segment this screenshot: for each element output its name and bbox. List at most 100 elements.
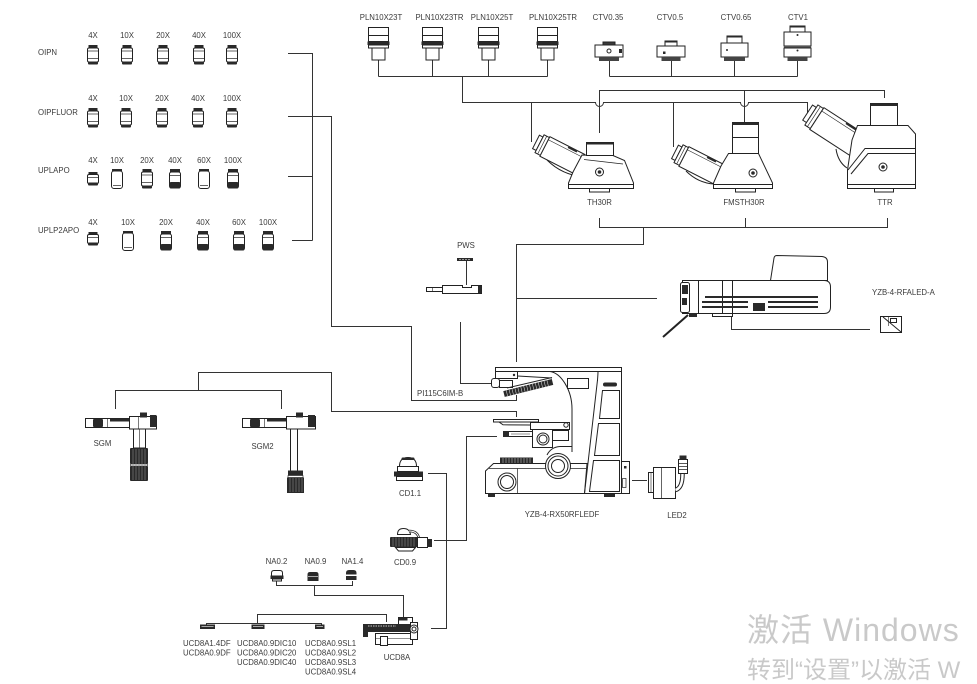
magnification-label: 60X bbox=[197, 156, 212, 165]
slider-label: UCD8A0.9DIC40 bbox=[237, 658, 297, 667]
objective-icon bbox=[262, 230, 274, 251]
magnification-label: 10X bbox=[121, 218, 136, 227]
watermark-title: 激活 Windows bbox=[747, 612, 960, 648]
magnification-label: 20X bbox=[140, 156, 155, 165]
magnification-label: 60X bbox=[232, 218, 247, 227]
slider-label: UCD8A0.9SL2 bbox=[305, 649, 356, 658]
objective-icon bbox=[226, 107, 238, 128]
pws-slider-icon bbox=[426, 285, 482, 294]
magnification-label: 100X bbox=[259, 218, 278, 227]
objective-icon bbox=[141, 168, 153, 189]
magnification-label: 20X bbox=[159, 218, 174, 227]
camera-adapter-icon bbox=[783, 25, 812, 62]
stage-label: SGM bbox=[94, 439, 112, 448]
nosepiece-label: PI115C6IM-B bbox=[417, 389, 463, 398]
magnification-label: 10X bbox=[110, 156, 125, 165]
objective-series-label: OIPN bbox=[38, 48, 57, 57]
illuminator-group: YZB-4-RFALED-A bbox=[662, 254, 936, 338]
objective-icon bbox=[169, 168, 181, 189]
objective-bracket-line bbox=[288, 53, 313, 241]
pws-group: PWS bbox=[426, 241, 482, 294]
objective-icon bbox=[120, 107, 132, 128]
stage-bracket-line bbox=[115, 372, 517, 417]
na-module-label: NA0.2 bbox=[266, 557, 288, 566]
objective-row-uplp2apo: UPLP2APO 4X 10X 20X 40X 60X 100X bbox=[38, 218, 278, 251]
condenser-icon bbox=[393, 457, 424, 481]
objective-icon bbox=[160, 230, 172, 251]
mechanical-stage-icon bbox=[242, 412, 316, 494]
condenser-icon bbox=[388, 527, 434, 553]
camera-adapter-bracket-line bbox=[609, 61, 798, 77]
eyepiece-label: PLN10X25T bbox=[471, 13, 514, 22]
objective-series-label: OIPFLUOR bbox=[38, 108, 78, 117]
objective-icon bbox=[111, 168, 123, 189]
eyepiece-icon bbox=[421, 27, 444, 61]
magnification-label: 100X bbox=[223, 31, 242, 40]
slider-bracket-line bbox=[206, 614, 387, 625]
magnification-label: 4X bbox=[88, 94, 98, 103]
eyepiece-label: PLN10X25TR bbox=[529, 13, 577, 22]
camera-adapter-icon bbox=[594, 41, 624, 62]
objective-icon bbox=[226, 44, 238, 65]
camera-adapter-icon bbox=[656, 40, 686, 62]
slider-label: UCD8A1.4DF bbox=[183, 639, 231, 648]
na-module-icon bbox=[346, 570, 357, 580]
illuminator-label: YZB-4-RFALED-A bbox=[872, 288, 936, 297]
trinocular-head-th30r-icon bbox=[531, 132, 634, 192]
trinocular-head-fmsth30r-icon bbox=[670, 123, 773, 193]
slider-label: UCD8A0.9DIC10 bbox=[237, 639, 297, 648]
na-module-icon bbox=[270, 570, 284, 582]
magnification-label: 4X bbox=[88, 31, 98, 40]
magnification-label: 40X bbox=[191, 94, 206, 103]
objective-series-label: UPLP2APO bbox=[38, 226, 79, 235]
magnification-label: 100X bbox=[223, 94, 242, 103]
magnification-label: 40X bbox=[168, 156, 183, 165]
magnification-label: 100X bbox=[224, 156, 243, 165]
microscope-stand-icon bbox=[485, 367, 630, 498]
stand-label: YZB-4-RX50RFLEDF bbox=[525, 510, 600, 519]
objective-icon bbox=[87, 107, 99, 128]
condenser-cd11-line bbox=[428, 473, 447, 629]
na-module-label: NA0.9 bbox=[305, 557, 327, 566]
objective-row-uplapo: UPLAPO 4X 10X 20X 40X 60X 100X bbox=[38, 156, 243, 189]
condenser-slider-icon bbox=[251, 624, 265, 630]
objective-icon bbox=[87, 171, 99, 186]
objective-icon bbox=[192, 107, 204, 128]
led-lamp-icon bbox=[649, 456, 688, 499]
objective-icon bbox=[122, 230, 134, 251]
camera-adapter-group: CTV0.35 CTV0.5 CTV0.65 CTV1 bbox=[593, 13, 812, 62]
connector-lines bbox=[115, 53, 888, 629]
eyepiece-icon bbox=[536, 27, 559, 61]
watermark-subtitle: 转到“设置”以激活 W bbox=[747, 657, 961, 684]
objective-row-oipn: OIPN 4X 10X 20X 40X 100X bbox=[38, 31, 242, 65]
objective-to-nosepiece-line bbox=[312, 116, 517, 401]
illuminator-accessory-line bbox=[731, 317, 870, 330]
stage-group: SGM SGM2 bbox=[85, 412, 316, 494]
eyepiece-icon bbox=[367, 27, 390, 61]
camera-adapter-label: CTV1 bbox=[788, 13, 808, 22]
eyepiece-to-heads-line bbox=[462, 76, 808, 147]
camera-port-line bbox=[599, 90, 885, 133]
magnification-label: 4X bbox=[88, 218, 98, 227]
objective-icon bbox=[193, 44, 205, 65]
objective-icon bbox=[227, 168, 239, 189]
condenser-slider-icon bbox=[314, 624, 325, 630]
magnification-label: 10X bbox=[119, 94, 134, 103]
na-module-group: NA0.2 NA0.9 NA1.4 bbox=[266, 557, 364, 582]
eyepiece-bracket-line bbox=[378, 60, 548, 77]
light-source-group: LED2 bbox=[649, 456, 688, 520]
head-to-stand-line bbox=[516, 227, 644, 362]
head-label: FMSTH30R bbox=[723, 198, 765, 207]
eyepiece-icon bbox=[477, 27, 500, 61]
pws-label: PWS bbox=[457, 241, 475, 250]
condenser-label: CD0.9 bbox=[394, 558, 416, 567]
head-bracket-line bbox=[599, 218, 888, 228]
light-source-label: LED2 bbox=[667, 511, 687, 520]
objective-icon bbox=[87, 44, 99, 65]
condenser-group: CD1.1 CD0.9 bbox=[388, 457, 434, 567]
universal-condenser-group: UCD8A UCD8A1.4DF UCD8A0.9DF UCD8A0.9DIC1… bbox=[183, 617, 419, 677]
pws-insert-icon bbox=[456, 257, 474, 262]
objective-icon bbox=[156, 107, 168, 128]
slider-label: UCD8A0.9DIC20 bbox=[237, 649, 297, 658]
